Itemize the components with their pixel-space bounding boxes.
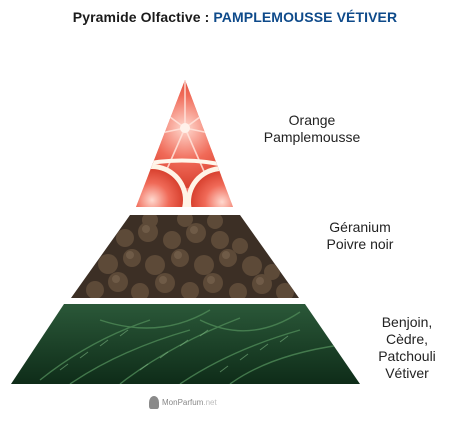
title-prefix: Pyramide Olfactive : [72,9,214,25]
top-notes-label: Orange Pamplemousse [252,112,372,146]
base-note-patchouli: Patchouli [378,348,436,364]
base-notes-tier [11,304,360,384]
top-note-orange: Orange [288,112,336,128]
top-note-pamplemousse: Pamplemousse [263,129,361,145]
watermark: MonParfum.net [149,396,217,409]
base-note-benjoin: Benjoin, [381,314,433,330]
heart-note-poivre-noir: Poivre noir [326,236,394,252]
title-fragrance: PAMPLEMOUSSE VÉTIVER [213,9,398,25]
watermark-tld: .net [203,398,217,407]
top-notes-tier [136,80,233,207]
heart-notes-tier [71,215,299,298]
heart-note-geranium: Géranium [329,219,391,235]
base-notes-label: Benjoin, Cèdre, Patchouli Vétiver [352,314,462,382]
heart-notes-label: Géranium Poivre noir [300,219,420,253]
page-title: Pyramide Olfactive : PAMPLEMOUSSE VÉTIVE… [0,9,470,25]
watermark-brand: MonParfum [162,398,204,407]
base-note-cedre: Cèdre, [385,331,429,347]
perfume-head-logo-icon [149,396,159,409]
base-note-vetiver: Vétiver [385,365,429,381]
